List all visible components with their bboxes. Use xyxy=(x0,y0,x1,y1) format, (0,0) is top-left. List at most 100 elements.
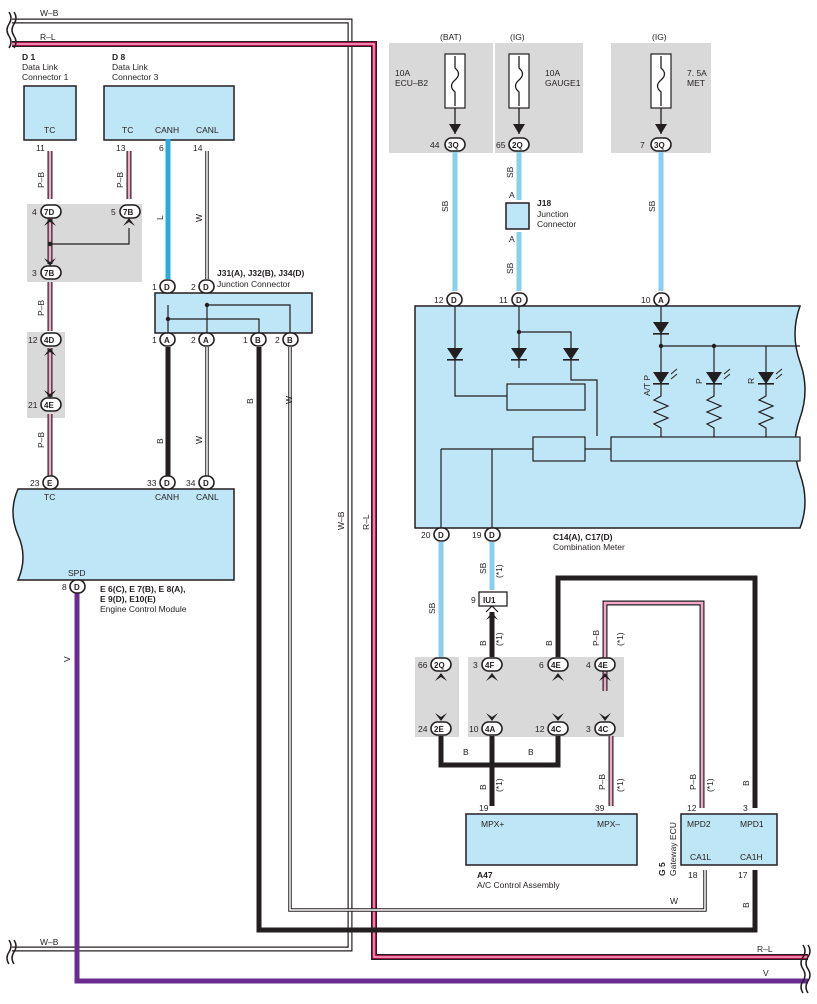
wire-pb-3: P–B xyxy=(36,300,46,316)
iu1-box xyxy=(478,591,508,607)
fuse1-src: (BAT) xyxy=(440,32,462,42)
wire-w-1: W xyxy=(194,214,204,222)
g5-code: G 5 xyxy=(657,862,667,876)
v-bottom-label: V xyxy=(763,968,769,978)
wire-b-2: B xyxy=(245,398,255,404)
d8-canh: CANH xyxy=(155,125,179,135)
wire-w-3: W xyxy=(284,396,294,404)
g5-mpd2: MPD2 xyxy=(687,819,711,829)
junction-connector-box xyxy=(154,292,313,334)
a47-pin39: 39 xyxy=(595,803,605,813)
wire-b-7: B xyxy=(478,784,488,790)
jconn-b2c: A xyxy=(203,336,209,345)
j18-line1: Junction xyxy=(537,209,569,219)
jb-p3c: 4F xyxy=(485,661,494,670)
rl-vertical-label: R–L xyxy=(361,514,371,530)
wires xyxy=(47,139,758,933)
ecm-title2: E 9(D), E10(E) xyxy=(100,594,156,604)
wire-sb-4: SB xyxy=(647,200,657,212)
wire-pb-7: P–B xyxy=(688,774,698,790)
d1-line1: Data Link xyxy=(22,62,59,72)
j18-pin-a-top: A xyxy=(509,190,515,200)
rail-labels: W–B R–L W–B R–L V W–B R–L xyxy=(40,8,773,978)
fuse2-amp: 10A xyxy=(545,68,560,78)
jb-p3b: 3 xyxy=(586,724,591,734)
iu-name: IU1 xyxy=(483,596,496,605)
star-6: (*1) xyxy=(705,778,715,792)
jb-p10: 10 xyxy=(469,724,479,734)
wire-sb-6: SB xyxy=(478,562,488,574)
ecm-pin-canl-c: D xyxy=(203,479,209,488)
wb-bottom-label: W–B xyxy=(40,937,59,947)
wb-top-label: W–B xyxy=(40,8,59,18)
fuse2-c: 2Q xyxy=(512,141,523,150)
jconn-sub: Junction Connector xyxy=(217,279,290,289)
meter-p19: 19 xyxy=(472,530,482,540)
jb-p3bc: 4C xyxy=(598,725,608,734)
jconn-t1: 1 xyxy=(152,282,157,292)
meter-p10: 10 xyxy=(641,295,651,305)
ecm-box xyxy=(12,488,235,581)
jl2-top-c: 4D xyxy=(44,336,54,345)
gateway-ecu-box xyxy=(680,813,778,866)
star-4: (*1) xyxy=(494,778,504,792)
meter-p11: 11 xyxy=(499,295,508,305)
g5-p3: 3 xyxy=(743,803,748,813)
star-1: (*1) xyxy=(494,564,504,578)
wire-pb-4: P–B xyxy=(36,432,46,448)
d1-line2: Connector 1 xyxy=(22,72,69,82)
ecm-pin-tc: 23 xyxy=(30,478,40,488)
wb-vertical-label: W–B xyxy=(336,511,346,530)
a47-mpxm: MPX– xyxy=(597,819,620,829)
meter-p19c: D xyxy=(489,531,495,540)
wire-sb-3: SB xyxy=(505,262,515,274)
ecm-pin-spd-c: D xyxy=(74,583,80,592)
jl2-bot: 21 xyxy=(28,400,38,410)
jconn-title: J31(A), J32(B), J34(D) xyxy=(217,268,305,278)
jconn-b4c: B xyxy=(287,336,293,345)
d8-line2: Connector 3 xyxy=(112,72,159,82)
break-marks xyxy=(6,11,811,994)
wire-b-9: B xyxy=(741,902,751,908)
a47-mpxp: MPX+ xyxy=(481,819,504,829)
rl-top-label: R–L xyxy=(40,32,56,42)
d1-connector-box xyxy=(23,85,77,141)
ecm-spd: SPD xyxy=(68,568,85,578)
wire-l: L xyxy=(155,215,165,220)
wire-sb-5: SB xyxy=(427,602,437,614)
ecm-pin-canh-c: D xyxy=(164,479,170,488)
jconn-t2: 2 xyxy=(191,282,196,292)
rl-bottom-label: R–L xyxy=(757,944,773,954)
jb-p24c: 2E xyxy=(434,725,444,734)
jconn-b4: 2 xyxy=(275,335,280,345)
fuse2-src: (IG) xyxy=(510,32,525,42)
jconn-t2c: D xyxy=(203,283,209,292)
junction-lines xyxy=(50,228,291,335)
combination-meter-box xyxy=(414,305,806,529)
meter-p20: 20 xyxy=(421,530,431,540)
d8-pin-tc: 13 xyxy=(116,143,126,153)
fuse2-name: GAUGE1 xyxy=(545,78,581,88)
wire-sb-1: SB xyxy=(440,200,450,212)
jb-p4: 4 xyxy=(586,660,591,670)
jb-p12: 12 xyxy=(535,724,545,734)
jconn-b3c: B xyxy=(255,336,261,345)
meter-p12c: D xyxy=(451,296,457,305)
j18-box xyxy=(505,202,530,230)
fuse3-amp: 7. 5A xyxy=(687,68,707,78)
jl2-top: 12 xyxy=(28,335,38,345)
led-rays xyxy=(670,368,783,380)
ecm-tc: TC xyxy=(44,492,55,502)
fuse3-pin: 7 xyxy=(640,140,645,150)
meter-p: P xyxy=(694,378,704,384)
fuse3-name: MET xyxy=(687,78,705,88)
wire-b-5: B xyxy=(463,747,469,757)
meter-p11c: D xyxy=(516,296,522,305)
wire-b-4: B xyxy=(544,640,554,646)
jl-top-a: 4 xyxy=(32,207,37,217)
jl-top-a-c: 7D xyxy=(44,208,54,217)
a47-code: A47 xyxy=(477,870,493,880)
g5-p17: 17 xyxy=(738,870,748,880)
meter-title: C14(A), C17(D) xyxy=(553,532,613,542)
